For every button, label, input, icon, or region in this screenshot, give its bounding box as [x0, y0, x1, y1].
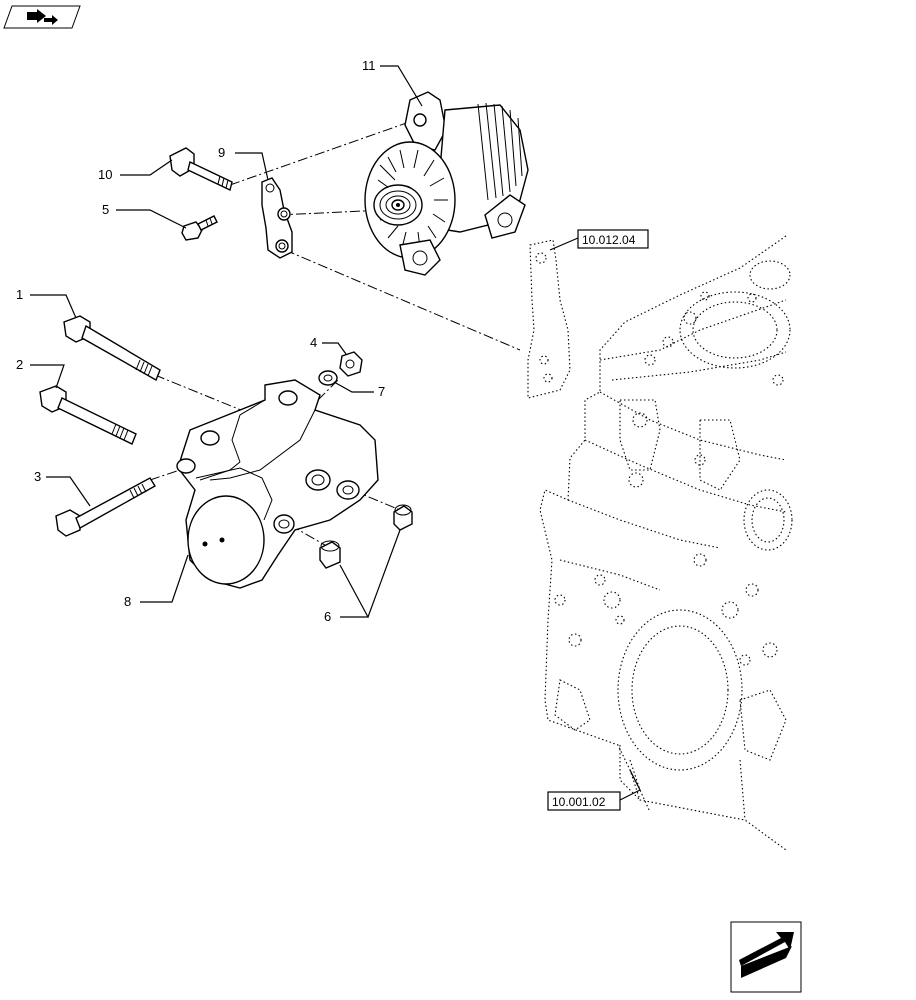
bolt-2: [39, 385, 137, 445]
nut-4: [339, 351, 363, 377]
callout-11: 11: [362, 58, 376, 73]
bolt-1: [63, 315, 161, 382]
callout-6: 6: [324, 609, 331, 624]
alternator-support-bracket: [527, 239, 571, 399]
callout-1: 1: [16, 287, 23, 302]
main-bracket: [176, 379, 379, 589]
reference-box-10-012-04[interactable]: 10.012.04: [577, 229, 649, 249]
engine-block: [539, 235, 793, 851]
bushing-6-upper: [393, 504, 413, 531]
callout-8: 8: [124, 594, 131, 609]
bolt-3: [55, 477, 156, 537]
next-page-icon[interactable]: [730, 921, 802, 993]
callout-labels: 11 9 10 5 1 2 3 4 7 8 6: [16, 58, 385, 624]
bolt-5: [181, 215, 218, 241]
svg-text:10.001.02: 10.001.02: [552, 795, 606, 809]
callout-10: 10: [98, 167, 112, 182]
washer-7: [318, 370, 338, 386]
callout-3: 3: [34, 469, 41, 484]
reference-box-10-001-02[interactable]: 10.001.02: [547, 791, 621, 811]
callout-4: 4: [310, 335, 317, 350]
leader-lines: [30, 65, 641, 801]
callout-2: 2: [16, 357, 23, 372]
svg-text:10.012.04: 10.012.04: [582, 233, 636, 247]
previous-page-icon[interactable]: [3, 5, 81, 29]
callout-7: 7: [378, 384, 385, 399]
callout-9: 9: [218, 145, 225, 160]
adjusting-strap: [261, 177, 293, 259]
bushing-6-lower: [319, 540, 341, 569]
callout-5: 5: [102, 202, 109, 217]
bolt-10: [169, 147, 233, 191]
alternator: [364, 91, 529, 276]
